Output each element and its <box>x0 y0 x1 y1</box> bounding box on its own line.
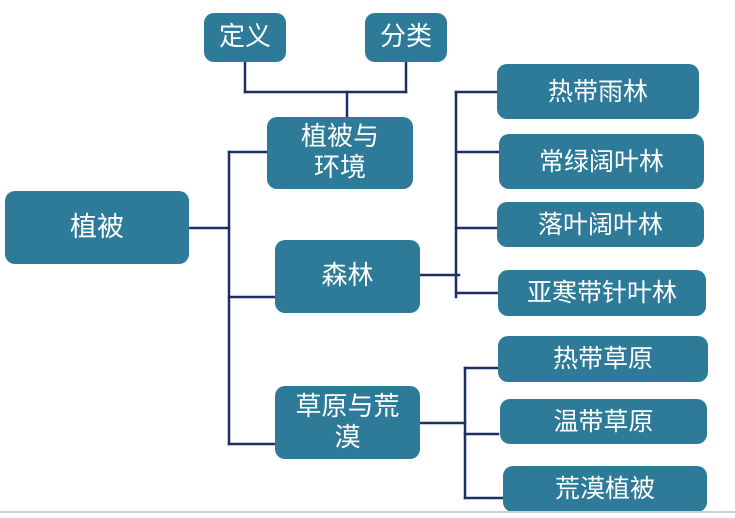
bottom-divider <box>0 511 735 513</box>
node-desert-vegetation: 荒漠植被 <box>503 466 707 512</box>
node-tropical-grassland: 热带草原 <box>498 336 708 382</box>
node-temperate-grassland: 温带草原 <box>500 399 707 444</box>
node-deciduous-broadleaf-forest: 落叶阔叶林 <box>497 202 704 247</box>
node-root: 植被 <box>5 191 189 264</box>
node-definition: 定义 <box>204 13 286 62</box>
node-evergreen-broadleaf-forest: 常绿阔叶林 <box>499 134 704 189</box>
node-tropical-rainforest: 热带雨林 <box>497 64 699 119</box>
node-branch-vegetation-environment: 植被与 环境 <box>267 117 413 189</box>
node-branch-forest: 森林 <box>275 240 420 313</box>
node-branch-grassland-desert: 草原与荒 漠 <box>275 386 420 459</box>
node-subarctic-coniferous-forest: 亚寒带针叶林 <box>498 270 706 316</box>
node-classification: 分类 <box>365 13 447 62</box>
